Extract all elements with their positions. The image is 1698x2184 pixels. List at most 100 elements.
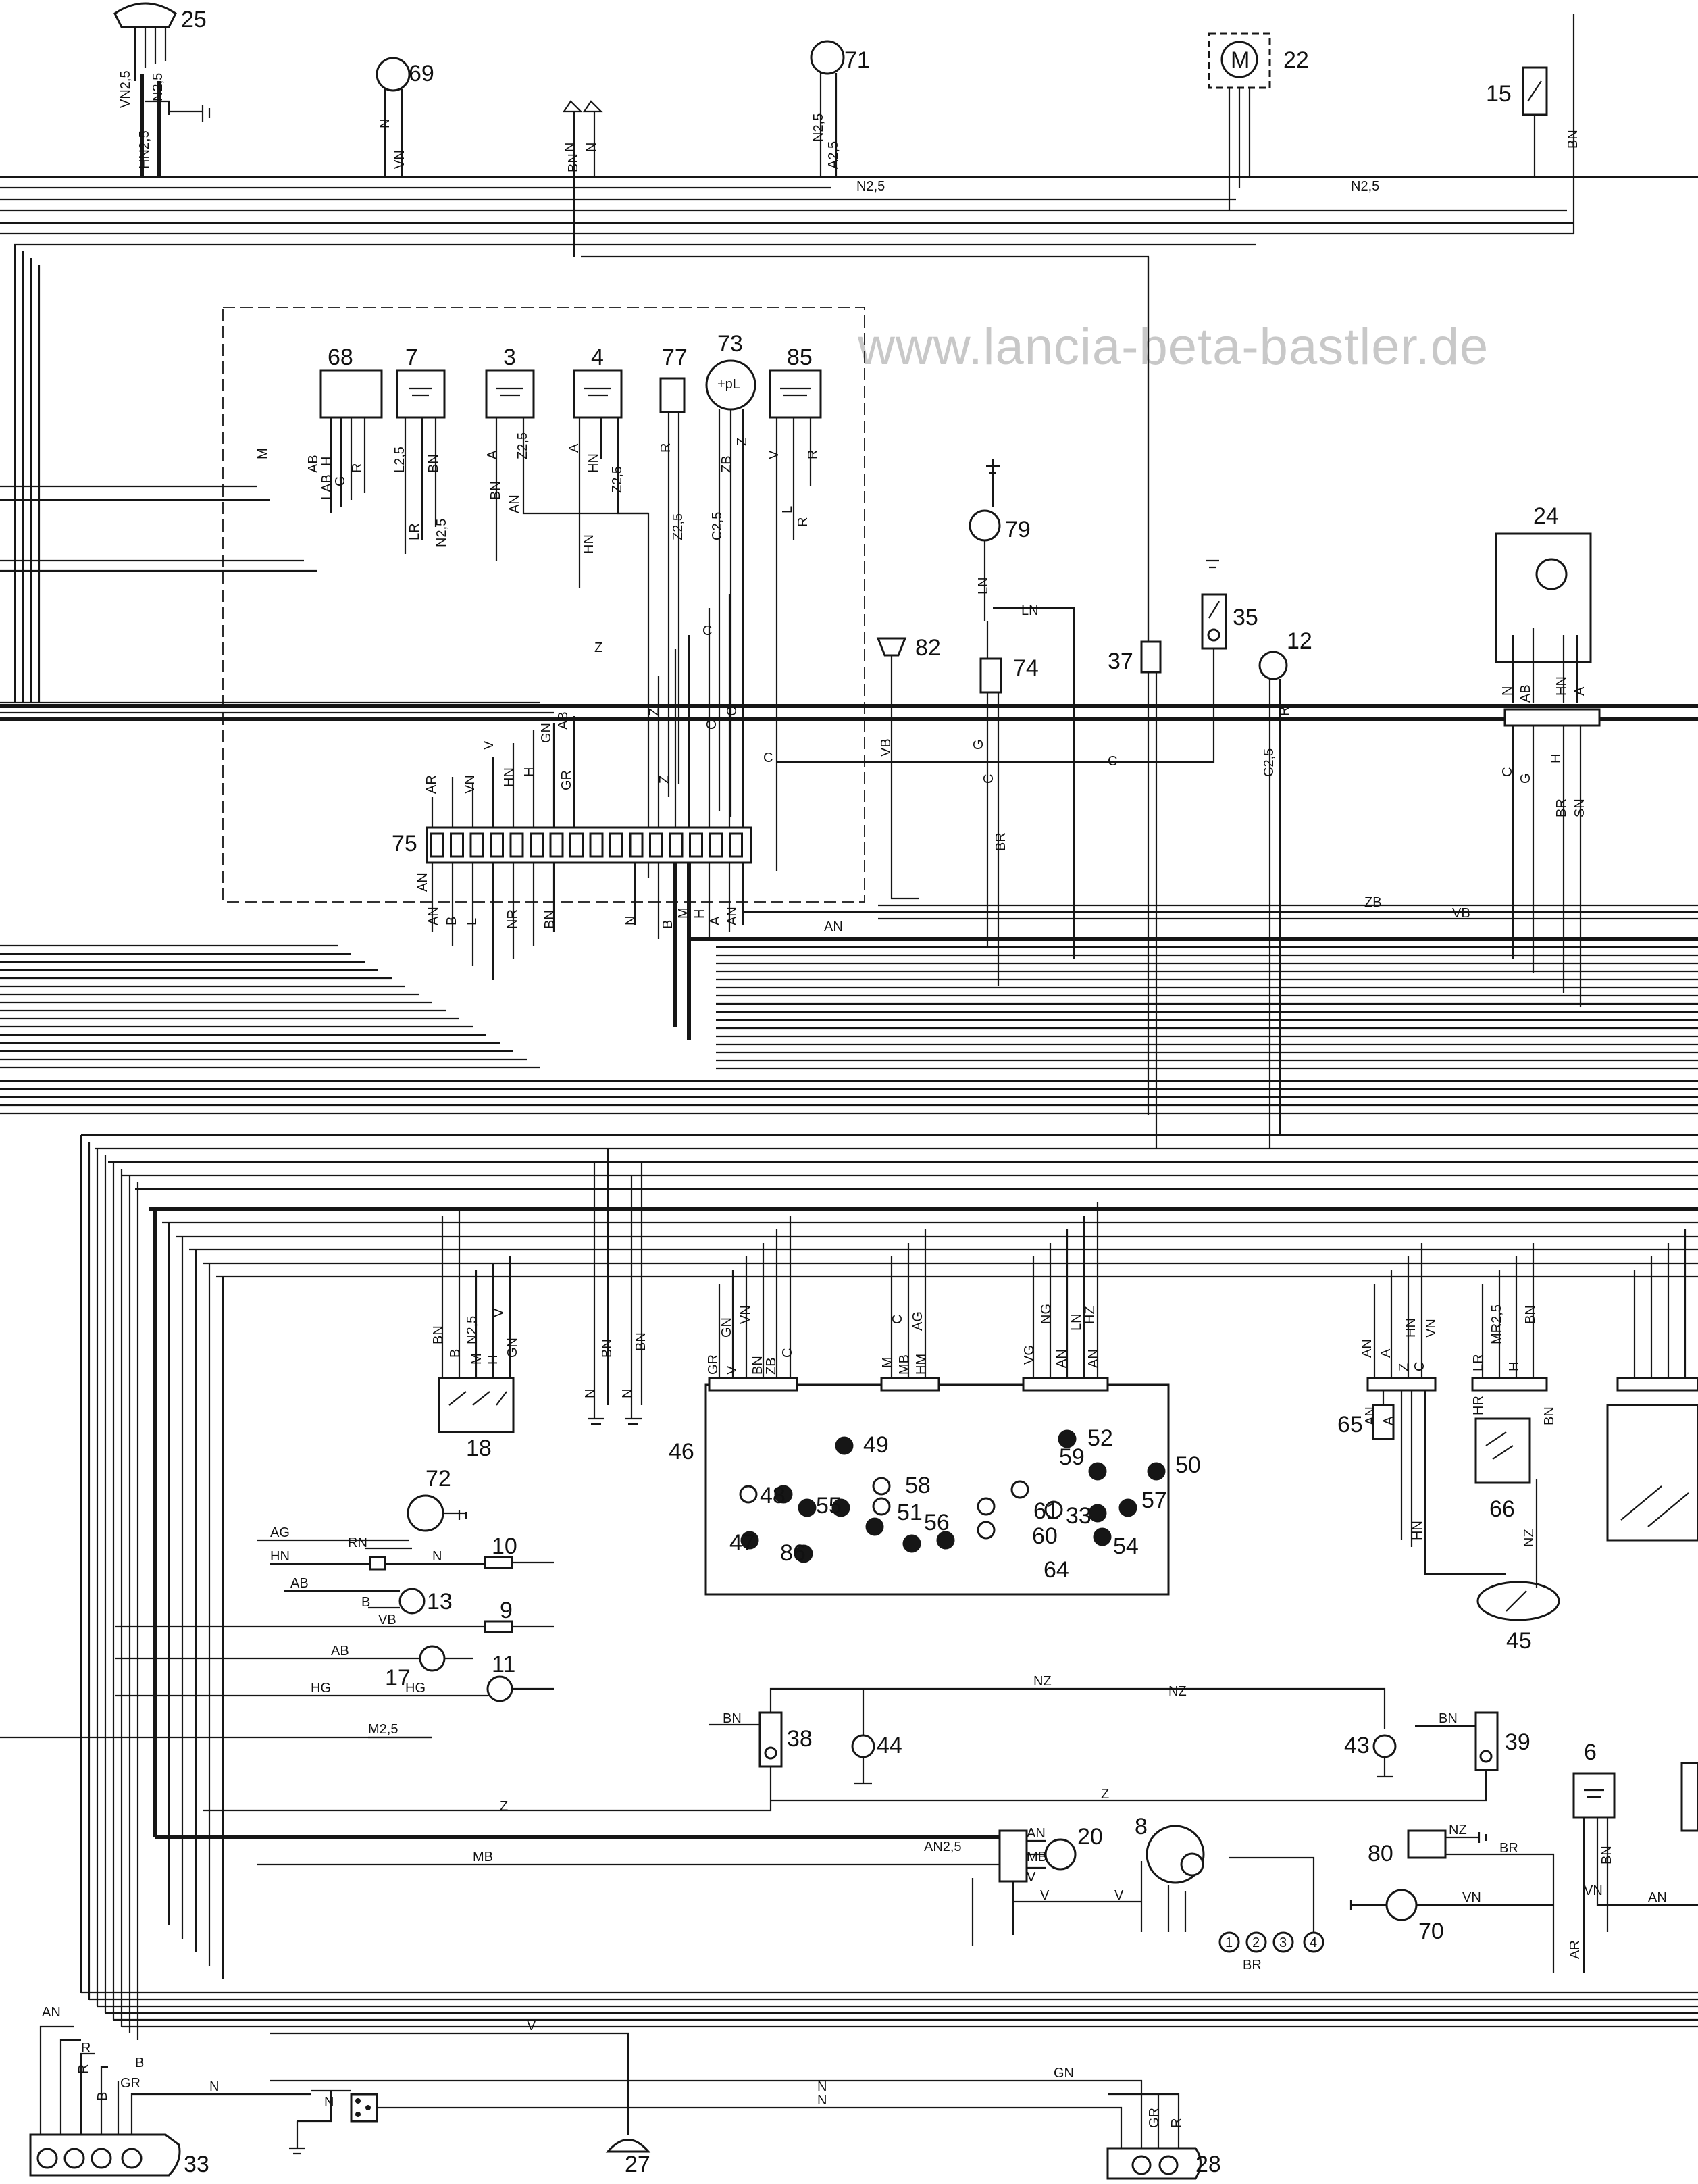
- cluster-lamp-icon: [739, 1485, 758, 1504]
- wire-code: H: [1549, 754, 1564, 763]
- wire-code: C: [780, 1348, 795, 1358]
- wire-code: Z: [594, 640, 602, 655]
- component-8: 8 V V BR: [1013, 1814, 1315, 1973]
- component-4: 4 A HN Z2,5 HN: [567, 345, 648, 588]
- component-44-label: 44: [877, 1733, 902, 1758]
- cluster-lamp-icon: [740, 1531, 759, 1550]
- wire-code: V: [527, 2018, 536, 2033]
- component-24: 24 N AB HN A C G BR SN H: [1495, 503, 1601, 1007]
- component-66: 66 LR MR2,5 H BN HR BN: [1471, 1243, 1557, 1522]
- wire-code: ZB: [764, 1357, 779, 1375]
- cluster-lamp-icon: [798, 1498, 817, 1517]
- component-33-label: 33: [184, 2152, 209, 2177]
- wire-code: N: [583, 1389, 598, 1398]
- wire-code: AG: [270, 1525, 290, 1540]
- component-59-label: 59: [1059, 1444, 1085, 1470]
- wire-code: GR: [120, 2076, 140, 2091]
- component-7-label: 7: [405, 345, 418, 370]
- component-17: 17 AB: [115, 1644, 473, 1691]
- wire-code: A: [708, 916, 723, 925]
- component-75-label: 75: [392, 831, 417, 857]
- wire-code: AN: [1360, 1339, 1374, 1358]
- wire-code: V: [1114, 1888, 1124, 1903]
- main-harness: [0, 176, 1698, 2040]
- wire-code: HR: [1471, 1396, 1486, 1415]
- component-13: 13 AB B: [284, 1576, 453, 1615]
- cluster-lamp-icon: [1118, 1498, 1137, 1517]
- component-37: 37: [1108, 257, 1162, 1148]
- component-43: 43: [1344, 1733, 1397, 1778]
- component-79: 79 LN LN: [969, 459, 1075, 959]
- component-22: M 22 N2,5: [1208, 32, 1379, 211]
- wire-code: NZ: [1449, 1823, 1467, 1837]
- cluster-lamp-icon: [936, 1531, 955, 1550]
- component-72-label: 72: [426, 1466, 451, 1492]
- wire-code: BR: [994, 832, 1008, 851]
- wire-code: HN: [502, 767, 517, 787]
- terminal-4-label: 4: [1310, 1935, 1317, 1950]
- component-54-label: 54: [1113, 1533, 1139, 1559]
- cluster-lamp-icon: [831, 1498, 850, 1517]
- wire-code: HN2,5: [137, 130, 152, 169]
- wire-code: R: [659, 443, 673, 453]
- component-65: 65 AN A Z C HN VN AN A: [1337, 1243, 1439, 1560]
- wire-code: C: [1108, 754, 1117, 769]
- component-7: 7 L2,5 BN LR N2,5: [392, 345, 449, 554]
- component-10: 10 HN N: [270, 1533, 554, 1571]
- component-27: 27 V: [270, 2018, 651, 2177]
- wire-code: BN: [566, 153, 581, 172]
- component-69: 69 N VN: [376, 57, 434, 177]
- wire-code: BN: [542, 910, 557, 929]
- component-57-label: 57: [1141, 1488, 1167, 1513]
- wire-code: C2,5: [710, 512, 725, 540]
- cluster-lamp-icon: [872, 1497, 891, 1516]
- terminal-4: 4: [1303, 1931, 1324, 1953]
- component-37-label: 37: [1108, 649, 1133, 674]
- wire-code: VB: [378, 1612, 396, 1627]
- component-60-label: 60: [1032, 1523, 1058, 1549]
- component-11-label: 11: [492, 1652, 515, 1677]
- cluster-lamp-icon: [1058, 1429, 1077, 1448]
- wire-code: Z: [735, 438, 750, 446]
- wire-code: N: [623, 916, 638, 925]
- wire-code: V: [492, 1308, 507, 1317]
- connector-75-pin: [530, 832, 544, 858]
- wire-code: MR2,5: [1489, 1304, 1504, 1344]
- wire-code: Z2,5: [671, 513, 686, 540]
- wire-code: Z: [500, 1799, 508, 1814]
- component-80-label: 80: [1368, 1841, 1393, 1866]
- wire-code: GN: [719, 1317, 734, 1338]
- component-71: 71 N2,5 A2,5 N2,5: [810, 40, 885, 194]
- component-11: 11 HG HG: [115, 1652, 554, 1702]
- wire-code: HZ: [1083, 1306, 1098, 1324]
- connector-75-pin: [569, 832, 584, 858]
- wire-code: H: [692, 909, 707, 919]
- wire-code: NZ: [1033, 1674, 1052, 1689]
- wire-code: N: [563, 143, 577, 152]
- wire-code: VN: [1424, 1319, 1439, 1338]
- component-44: 44: [851, 1689, 902, 1785]
- wire-code: LN: [1069, 1313, 1084, 1331]
- wire-code: N2,5: [465, 1316, 480, 1344]
- connector-75-pin: [490, 832, 504, 858]
- component-61-label: 61: [1033, 1498, 1059, 1524]
- wire-code: AN2,5: [924, 1839, 962, 1854]
- terminal-3: 3: [1272, 1931, 1294, 1953]
- component-68-label: 68: [328, 345, 353, 370]
- component-15-label: 15: [1486, 81, 1512, 107]
- wire-code: G: [971, 739, 986, 750]
- cluster-lamp-icon: [977, 1521, 996, 1540]
- wire-code: B: [448, 1349, 463, 1358]
- component-39: 39 BN Z: [771, 1711, 1530, 1802]
- component-9: 9 VB: [115, 1598, 554, 1633]
- terminal-1-label: 1: [1225, 1935, 1233, 1950]
- right-edge-relay-block: [1606, 1229, 1698, 1542]
- component-6: 6 BN VN AN AR: [1568, 1739, 1698, 1973]
- wire-code: NZ: [1168, 1684, 1187, 1699]
- wire-code: AN: [1363, 1406, 1378, 1425]
- cluster-lamp-icon: [835, 1436, 854, 1455]
- wire-code: A: [485, 450, 500, 459]
- component-24-label: 24: [1533, 503, 1559, 529]
- component-52-label: 52: [1087, 1425, 1113, 1451]
